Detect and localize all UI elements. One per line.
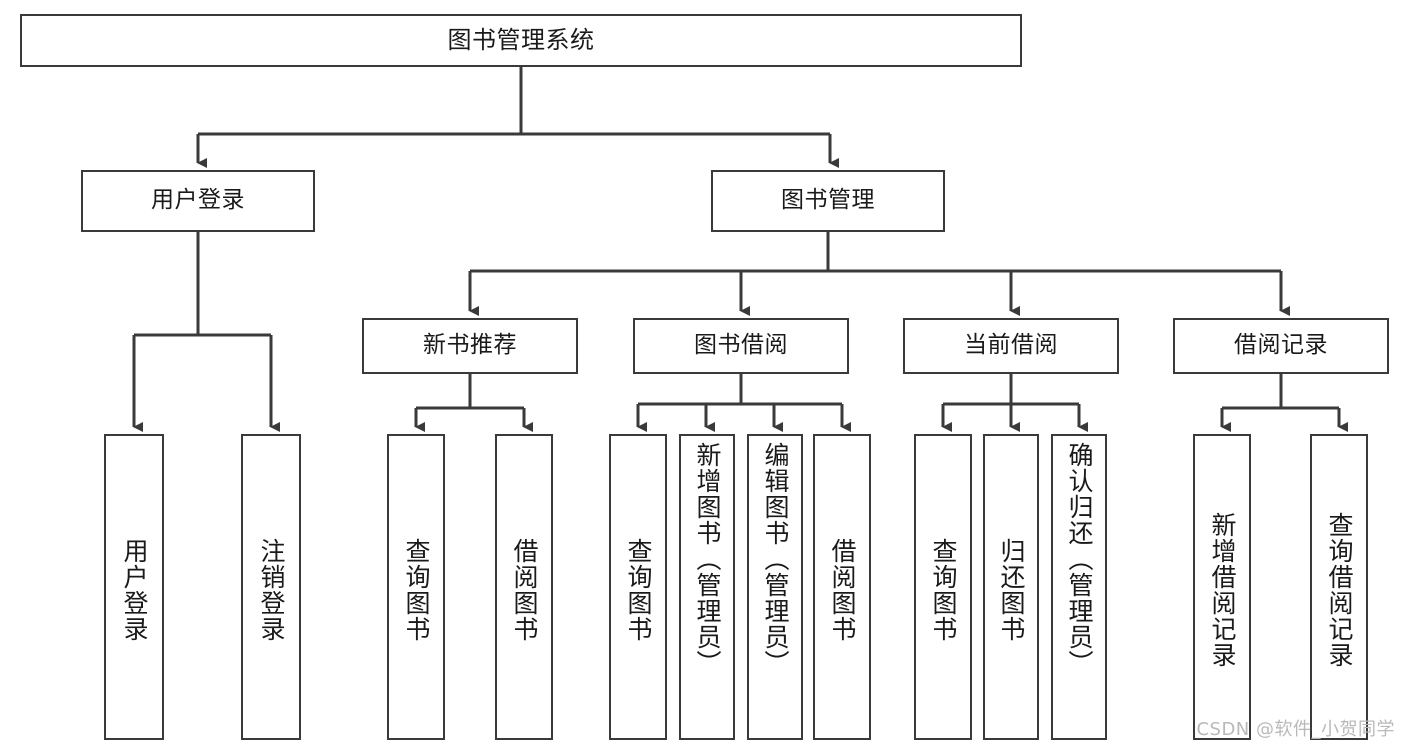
node-root-system[interactable]: 图书管理系统 bbox=[20, 14, 1022, 67]
node-label: 图书管理系统 bbox=[447, 26, 595, 55]
node-leaf-borrow-book-new[interactable]: 借阅图书 bbox=[495, 434, 553, 740]
node-leaf-user-login[interactable]: 用户登录 bbox=[104, 434, 164, 740]
node-leaf-return-book[interactable]: 归还图书 bbox=[983, 434, 1039, 740]
node-label: 查询借阅记录 bbox=[1325, 512, 1354, 668]
node-leaf-query-book-current[interactable]: 查询图书 bbox=[914, 434, 972, 740]
node-leaf-add-borrow-record[interactable]: 新增借阅记录 bbox=[1193, 434, 1251, 740]
node-current-borrow[interactable]: 当前借阅 bbox=[903, 318, 1119, 374]
node-label: 新书推荐 bbox=[423, 332, 517, 359]
node-label: 用户登录 bbox=[151, 187, 245, 214]
node-user-login[interactable]: 用户登录 bbox=[81, 170, 315, 232]
node-label: 图书借阅 bbox=[694, 332, 788, 359]
node-leaf-add-book-admin[interactable]: 新增图书（管理员） bbox=[679, 434, 735, 740]
node-label: 归还图书 bbox=[997, 538, 1026, 642]
node-new-book-recommend[interactable]: 新书推荐 bbox=[362, 318, 578, 374]
node-label: 查询图书 bbox=[402, 538, 431, 642]
node-label: 编辑图书（管理员） bbox=[761, 442, 790, 676]
node-leaf-confirm-return-admin[interactable]: 确认归还（管理员） bbox=[1051, 434, 1107, 740]
node-book-borrow[interactable]: 图书借阅 bbox=[633, 318, 849, 374]
node-leaf-query-book-new[interactable]: 查询图书 bbox=[387, 434, 445, 740]
node-label: 确认归还（管理员） bbox=[1065, 442, 1094, 676]
node-label: 当前借阅 bbox=[964, 332, 1058, 359]
node-label: 查询图书 bbox=[624, 538, 653, 642]
node-label: 借阅图书 bbox=[510, 538, 539, 642]
node-label: 查询图书 bbox=[929, 538, 958, 642]
node-label: 图书管理 bbox=[781, 187, 875, 214]
node-label: 借阅图书 bbox=[828, 538, 857, 642]
node-label: 注销登录 bbox=[257, 538, 286, 642]
node-book-management[interactable]: 图书管理 bbox=[711, 170, 945, 232]
node-label: 借阅记录 bbox=[1234, 332, 1328, 359]
node-leaf-borrow-book[interactable]: 借阅图书 bbox=[813, 434, 871, 740]
node-leaf-query-borrow-record[interactable]: 查询借阅记录 bbox=[1310, 434, 1368, 740]
node-borrow-record[interactable]: 借阅记录 bbox=[1173, 318, 1389, 374]
node-leaf-logout[interactable]: 注销登录 bbox=[241, 434, 301, 740]
node-label: 新增图书（管理员） bbox=[693, 442, 722, 676]
node-leaf-query-book-borrow[interactable]: 查询图书 bbox=[609, 434, 667, 740]
node-label: 新增借阅记录 bbox=[1208, 512, 1237, 668]
watermark: CSDN @软件_小贺同学 bbox=[1196, 719, 1395, 740]
node-label: 用户登录 bbox=[120, 538, 149, 642]
node-leaf-edit-book-admin[interactable]: 编辑图书（管理员） bbox=[747, 434, 803, 740]
